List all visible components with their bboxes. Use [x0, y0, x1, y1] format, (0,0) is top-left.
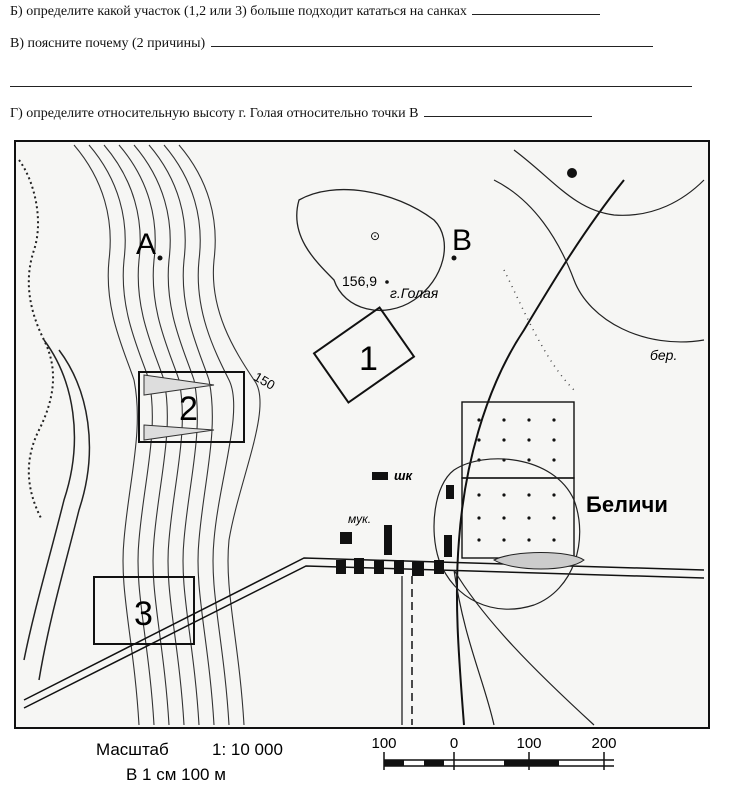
scale-tick-100-left: 100	[371, 735, 396, 752]
scale-tick-0: 0	[450, 735, 458, 752]
scale-ratio: 1: 10 000	[212, 740, 283, 759]
answer-line-v2[interactable]	[10, 86, 692, 87]
topographic-map: А В ⊙ 156,9 г.Голая 150 1 2 3 Беличи шк …	[14, 140, 710, 785]
road	[455, 179, 625, 726]
scale-tick-200: 200	[591, 735, 616, 752]
question-v-text: В) поясните почему (2 причины)	[10, 36, 206, 51]
contour-line	[493, 179, 705, 343]
birch-label: бер.	[650, 347, 677, 363]
contour-line	[513, 149, 705, 216]
map-frame	[14, 140, 710, 729]
village-label: Беличи	[586, 492, 668, 517]
question-g: Г) определите относительную высоту г. Го…	[10, 106, 592, 122]
area-2-label: 2	[179, 390, 198, 428]
contour-line	[453, 569, 495, 726]
question-b: Б) определите какой участок (1,2 или 3) …	[10, 4, 601, 20]
point-a-dot	[157, 255, 163, 261]
scale-bar	[383, 752, 614, 770]
ravine	[143, 374, 215, 396]
area-3-label: 3	[134, 595, 153, 633]
area-1-box	[312, 306, 416, 404]
hill-contour	[296, 189, 446, 312]
ravine	[143, 424, 215, 441]
mill-label: мук.	[348, 512, 371, 526]
spring-marker	[567, 168, 577, 178]
answer-line-v[interactable]	[210, 45, 653, 47]
area-2-box	[138, 371, 245, 443]
scale-note: В 1 см 100 м	[126, 765, 226, 784]
elevation-label: 156,9	[342, 273, 377, 289]
area-1-label: 1	[359, 340, 378, 378]
question-g-text: Г) определите относительную высоту г. Го…	[10, 106, 419, 121]
village-contour	[433, 458, 581, 610]
road-double	[23, 565, 705, 709]
point-b-dot	[451, 255, 457, 261]
hill-name-label: г.Голая	[390, 285, 439, 301]
scale-title: Масштаб	[96, 740, 169, 759]
question-b-text: Б) определите какой участок (1,2 или 3) …	[10, 4, 467, 19]
point-a-label: А	[136, 228, 156, 261]
answer-line-b[interactable]	[472, 13, 601, 15]
school-label: шк	[394, 468, 414, 483]
pond	[492, 552, 585, 570]
question-v: В) поясните почему (2 причины)	[10, 36, 653, 52]
river-line	[23, 339, 76, 661]
point-b-label: В	[452, 224, 472, 257]
road-line	[453, 569, 595, 726]
area-3-box	[93, 576, 195, 645]
scale-tick-100: 100	[516, 735, 541, 752]
answer-line-g[interactable]	[423, 115, 592, 117]
elevation-dot	[385, 280, 389, 284]
summit-marker: ⊙	[370, 229, 380, 243]
river-line	[38, 349, 91, 681]
map-svg: А В ⊙ 156,9 г.Голая 150 1 2 3 Беличи шк …	[14, 140, 710, 784]
buildings	[336, 472, 454, 576]
